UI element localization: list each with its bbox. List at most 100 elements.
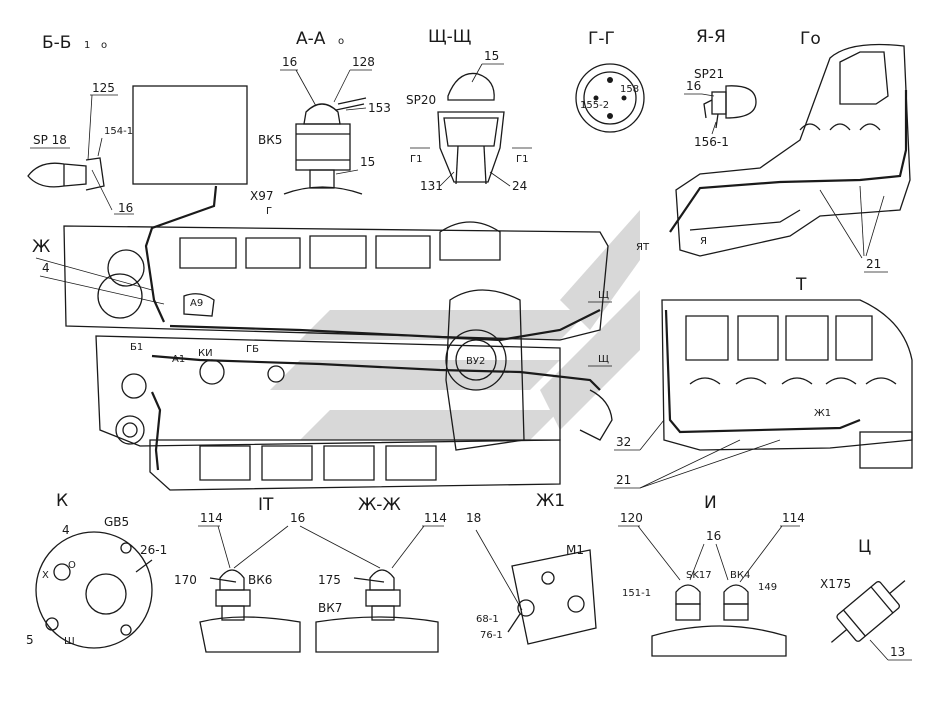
- label-sp18: SP 18: [33, 133, 67, 147]
- section-title-yaya: Я-Я: [696, 27, 726, 47]
- label-5-k: 5: [26, 633, 34, 647]
- engine-upper-block: [63, 225, 609, 341]
- view-k: К GB5 4 X O 26-1 5 Ш: [26, 491, 167, 649]
- label-170: 170: [174, 573, 197, 587]
- svg-text:о: о: [338, 36, 344, 47]
- label-16-mid: 16: [290, 511, 305, 525]
- section-title-go: Го: [800, 29, 821, 49]
- label-114-i: 114: [782, 511, 805, 525]
- label-125: 125: [92, 81, 115, 95]
- label-149: 149: [758, 582, 777, 593]
- section-title-k: К: [56, 491, 68, 511]
- label-18: 18: [466, 511, 481, 525]
- label-156-1: 156-1: [694, 135, 729, 149]
- label-gb: ГБ: [246, 344, 259, 355]
- label-ya-t: ЯТ: [636, 242, 650, 253]
- label-158: 158: [620, 84, 639, 95]
- connector-face: [575, 63, 645, 133]
- label-155-2: 155-2: [580, 100, 609, 111]
- label-120: 120: [620, 511, 643, 525]
- label-68-1: 68-1: [476, 614, 499, 625]
- label-sk17: SK17: [686, 570, 712, 581]
- label-24: 24: [512, 179, 527, 193]
- label-76-1: 76-1: [480, 630, 503, 641]
- label-g1-left: Г1: [410, 154, 422, 165]
- sensor-sp18-body: [27, 162, 87, 188]
- label-32: 32: [616, 435, 631, 449]
- view-zhzh: Ж-Ж 114 175 ВК7: [315, 495, 447, 653]
- main-engine-view: X97 Г ВУ2 Ж 4 А9 Б1 А1 КИ ГБ Щ: [32, 185, 613, 491]
- watermark-logo: [270, 210, 640, 440]
- label-x97: X97: [250, 189, 274, 203]
- section-title-ts: Ц: [858, 537, 871, 557]
- label-sh-k: Ш: [64, 636, 75, 647]
- view-aa: А-А о 16 128 153 ВК5 15: [258, 29, 391, 195]
- label-153: 153: [368, 101, 391, 115]
- label-4-k: 4: [62, 523, 70, 537]
- view-shsh: Щ-Щ 15 SP20 Г1 Г1 131 24: [406, 27, 532, 193]
- label-131: 131: [420, 179, 443, 193]
- label-ki: КИ: [198, 348, 213, 359]
- harness-x97: [144, 185, 218, 323]
- section-title-it: IT: [258, 495, 274, 515]
- label-128: 128: [352, 55, 375, 69]
- label-15-sh: 15: [484, 49, 499, 63]
- label-o-k: O: [68, 560, 76, 571]
- label-4-main: 4: [42, 261, 50, 275]
- view-gg: Г-Г 158 155-2: [575, 29, 645, 133]
- label-a9: А9: [190, 298, 203, 309]
- label-13: 13: [890, 645, 905, 659]
- t-block-outline: [661, 299, 913, 451]
- label-175: 175: [318, 573, 341, 587]
- label-zh: Ж: [32, 237, 50, 257]
- label-114-a: 114: [200, 511, 223, 525]
- harness-go: [669, 90, 908, 233]
- label-b1: Б1: [130, 342, 143, 353]
- label-ya-b: Я: [700, 236, 707, 247]
- label-21-top: 21: [866, 257, 881, 271]
- view-t: Т Ж1 32 21: [614, 275, 913, 489]
- section-title-aa: А-А: [296, 29, 326, 49]
- section-title-i: И: [704, 493, 717, 513]
- label-154-1: 154-1: [104, 126, 133, 137]
- harness-main-mid: [151, 354, 601, 391]
- section-title-bb: Б-Б: [42, 33, 71, 53]
- generator-face: [35, 531, 153, 649]
- view-zh1: Ж1 18 М1 68-1 76-1: [466, 491, 597, 645]
- m1-plate: [511, 549, 597, 645]
- label-16-ya: 16: [686, 79, 701, 93]
- section-title-t: Т: [795, 275, 807, 295]
- label-x175: X175: [820, 577, 851, 591]
- engine-mid-block: [95, 335, 561, 447]
- label-16-i: 16: [706, 529, 721, 543]
- engine-lower-block: [149, 439, 561, 491]
- svg-text:о: о: [101, 40, 107, 51]
- label-sh-top: Щ: [598, 290, 609, 301]
- sensor-bk5-body: [295, 123, 351, 171]
- label-g1-right: Г1: [516, 154, 528, 165]
- section-title-gg: Г-Г: [588, 29, 615, 49]
- label-16-bb: 16: [118, 201, 133, 215]
- label-bk6: ВК6: [248, 573, 272, 587]
- label-x-k: X: [42, 570, 49, 581]
- label-151-1: 151-1: [622, 588, 651, 599]
- connector-x175: [830, 580, 906, 643]
- label-bk5: ВК5: [258, 133, 282, 147]
- view-it: IT 114 16 170 ВК6: [174, 495, 381, 653]
- relay-box: [132, 85, 248, 185]
- label-26-1: 26-1: [140, 543, 167, 557]
- section-title-shsh: Щ-Щ: [428, 27, 471, 47]
- label-16-aa: 16: [282, 55, 297, 69]
- view-yaya: Я-Я 16 SP21 156-1: [684, 27, 757, 149]
- label-sp21: SP21: [694, 67, 724, 81]
- svg-text:Г: Г: [266, 206, 272, 217]
- sensor-sp20-housing: [437, 111, 505, 183]
- view-ts: Ц X175 13: [820, 537, 912, 661]
- label-15-aa: 15: [360, 155, 375, 169]
- label-zh1-mark: Ж1: [814, 408, 831, 419]
- svg-text:1: 1: [84, 40, 90, 51]
- label-bk4: ВК4: [730, 570, 750, 581]
- view-go: Го ЯТ Я 21: [636, 29, 911, 273]
